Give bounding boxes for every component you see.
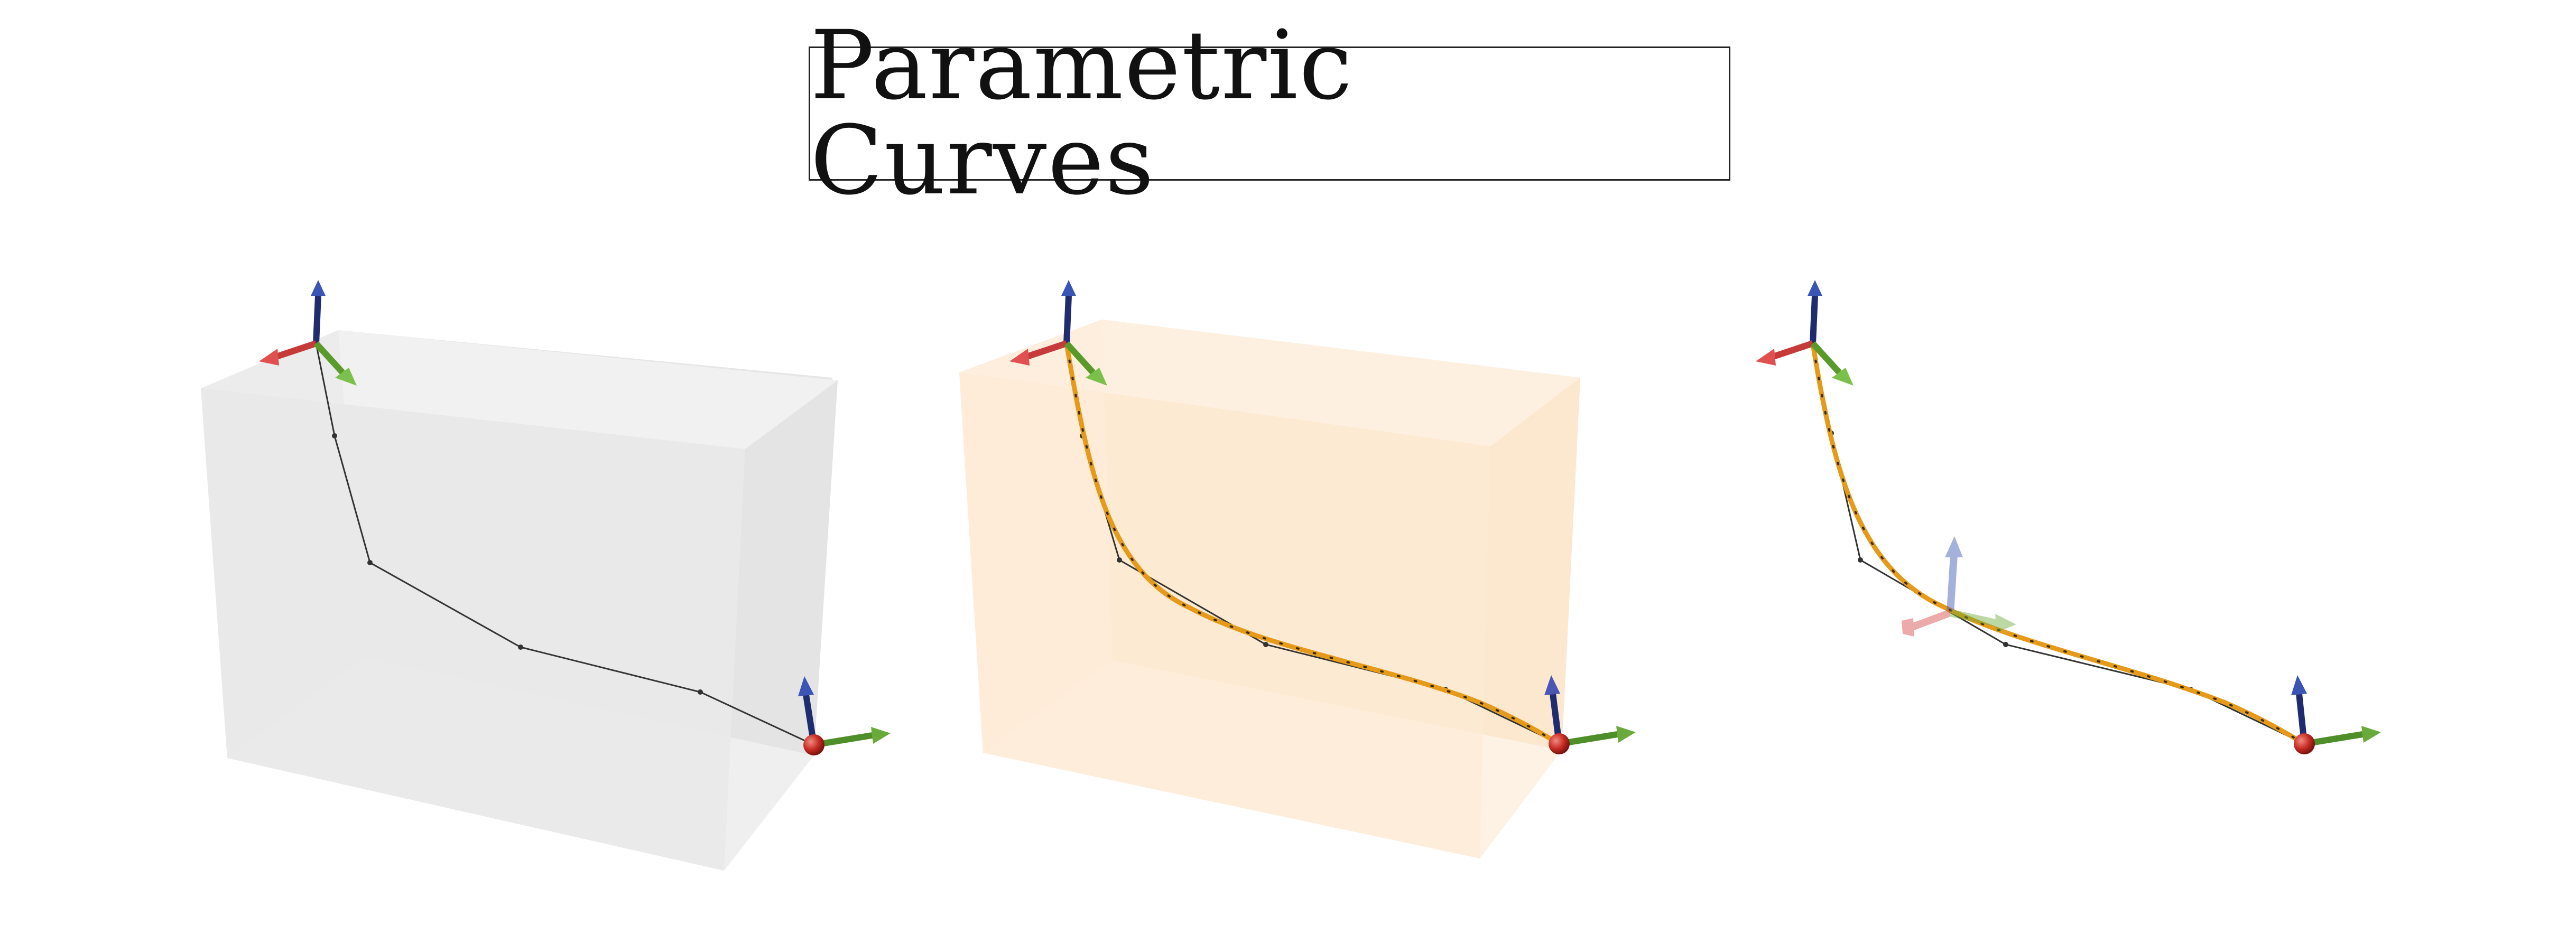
control-point <box>1858 557 1863 563</box>
end-point-marker <box>1549 733 1570 754</box>
end-point-marker <box>2294 733 2315 754</box>
end-point-marker <box>803 734 824 755</box>
end-frame-axes-icon <box>1544 675 1636 754</box>
start-frame-axes-icon <box>1756 280 1854 386</box>
title-box: Parametric Curves <box>809 18 1730 209</box>
control-point <box>518 645 523 650</box>
start-frame-axes-icon <box>1009 280 1107 386</box>
control-polygon <box>1812 343 2305 745</box>
start-frame-axes-icon <box>259 280 357 386</box>
control-polygon <box>315 343 814 746</box>
end-frame-axes-icon <box>798 676 891 755</box>
moving-frame-axes-icon <box>1902 536 2016 637</box>
end-frame-axes-icon <box>2291 675 2381 754</box>
control-point <box>2003 642 2008 647</box>
page-title: Parametric Curves <box>810 11 1354 216</box>
parametric-curve <box>1064 342 1561 746</box>
panel-control-polygon <box>201 280 891 871</box>
control-point <box>367 560 373 565</box>
control-point <box>332 433 337 438</box>
bounding-box <box>201 330 838 871</box>
control-point <box>1117 557 1122 563</box>
panel-curve-with-frame <box>1756 280 2381 754</box>
panel-curve-in-box <box>959 280 1636 858</box>
control-point <box>1263 642 1268 647</box>
bounding-box <box>959 320 1580 858</box>
parametric-curve <box>1810 342 2306 746</box>
control-point <box>698 689 703 695</box>
